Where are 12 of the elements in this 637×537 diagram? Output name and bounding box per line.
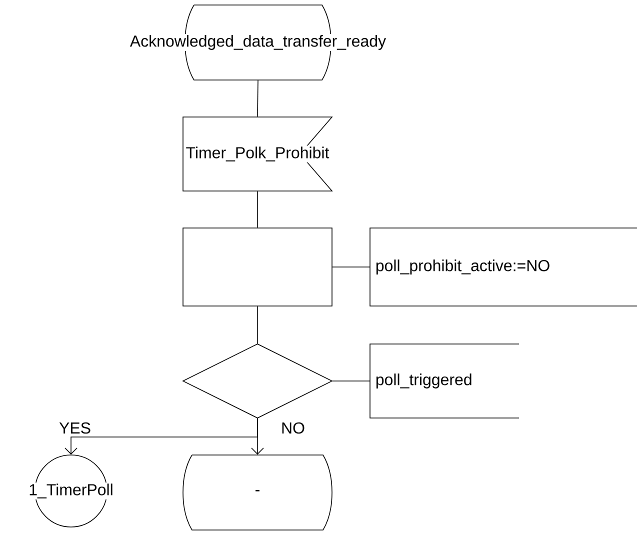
comment-bracket: poll_prohibit_active:=NO: [370, 228, 637, 306]
connector-line: [257, 80, 258, 117]
connector-line: [332, 266, 370, 268]
comment-bracket: poll_triggered: [370, 344, 520, 418]
connector-line: [332, 380, 370, 382]
connector-line: [257, 306, 258, 344]
edge-label: YES: [58, 421, 92, 435]
connector-line: [251, 418, 264, 455]
edge-label: NO: [280, 421, 306, 435]
connector-line: [257, 191, 258, 228]
state-symbol: -: [182, 454, 332, 530]
task-box: [182, 228, 332, 306]
